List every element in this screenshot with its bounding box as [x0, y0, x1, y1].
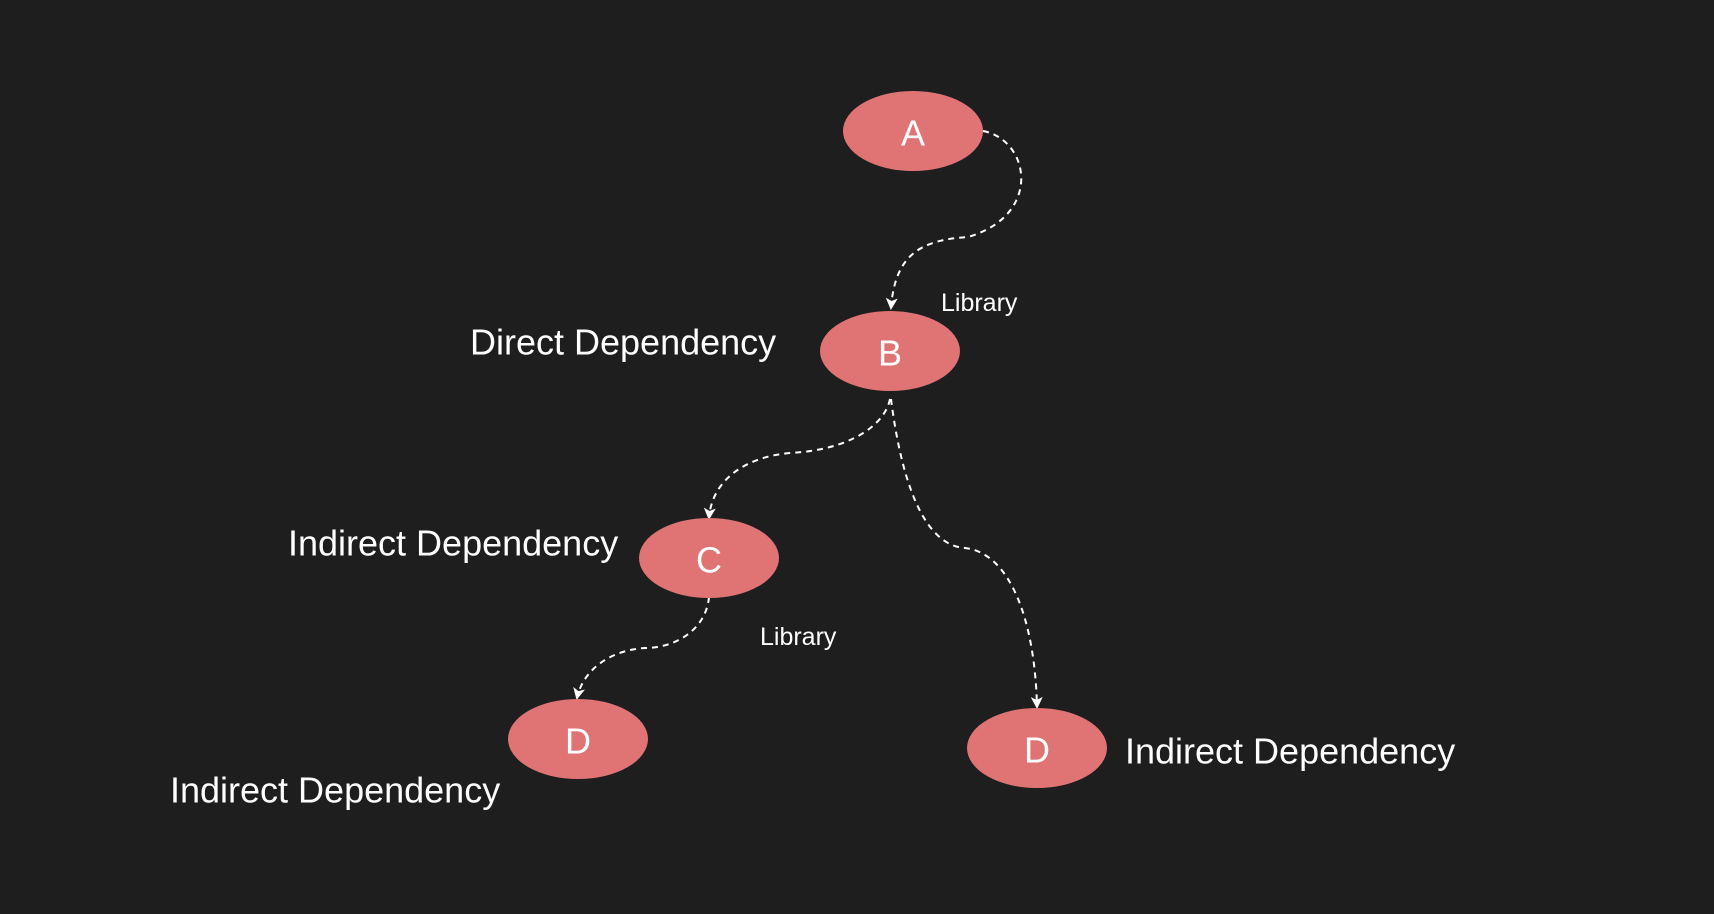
- node-a-label: A: [901, 113, 925, 154]
- edge-label-library-c-d: Library: [760, 623, 837, 651]
- edge-c-to-d-left: [573, 596, 710, 700]
- node-d-left[interactable]: D: [508, 699, 648, 779]
- annotation-indirect-dependency-d-left: Indirect Dependency: [170, 770, 500, 811]
- edge-a-to-b: [885, 130, 1023, 310]
- node-a[interactable]: A: [843, 91, 983, 171]
- node-b-shape: [820, 311, 960, 391]
- annotation-direct-dependency-b: Direct Dependency: [470, 322, 776, 363]
- node-d-right[interactable]: D: [967, 708, 1107, 788]
- node-b[interactable]: B: [820, 311, 960, 391]
- node-c-shape: [639, 518, 779, 598]
- node-c[interactable]: C: [639, 518, 779, 598]
- node-d-right-label: D: [1024, 730, 1050, 771]
- node-c-label: C: [696, 540, 722, 581]
- edge-b-to-d-right: [890, 398, 1043, 709]
- node-a-shape: [843, 91, 983, 171]
- edge-b-to-c: [703, 398, 891, 520]
- node-b-label: B: [878, 333, 902, 374]
- node-d-right-shape: [967, 708, 1107, 788]
- annotation-indirect-dependency-d-right: Indirect Dependency: [1125, 731, 1455, 772]
- node-d-left-label: D: [565, 721, 591, 762]
- edge-label-library-a-b: Library: [941, 289, 1018, 317]
- annotation-indirect-dependency-c: Indirect Dependency: [288, 523, 618, 564]
- node-d-left-shape: [508, 699, 648, 779]
